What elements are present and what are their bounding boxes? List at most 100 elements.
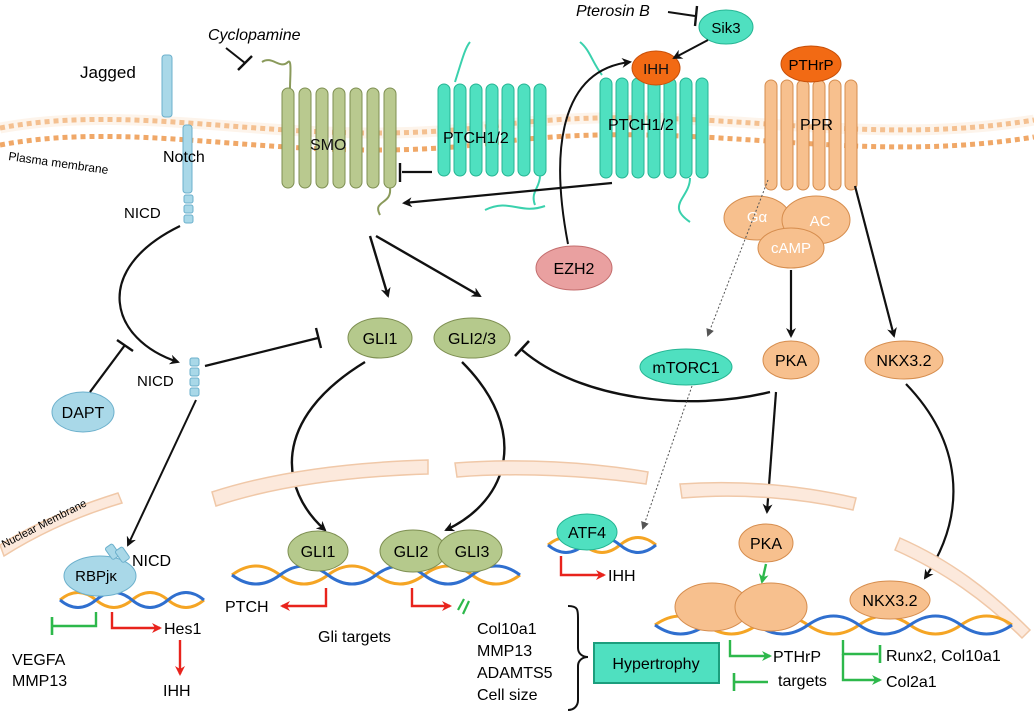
dapt-node [51,391,115,433]
ptch-right-receptor [484,41,709,223]
dapt-inhibit-bar [116,339,134,352]
nkx-to-nucleus-arrow [905,383,955,580]
camp-label: cAMP [771,240,811,257]
nuclear-membrane [0,459,1032,640]
gli23-node [433,317,511,359]
dapt-label: DAPT [62,405,105,422]
notch-label: Notch [163,149,205,166]
pka-label: PKA [775,353,807,370]
ptch-right-label: PTCH1/2 [608,117,674,134]
nkx32-nuc-node [849,580,931,620]
ezh2-label: EZH2 [554,261,595,278]
smo-receptor [261,59,397,216]
gli2-nuc-label: GLI2 [394,544,429,561]
notch-to-nicd-arrow [118,225,181,365]
ezh2-node [535,245,613,291]
atf4-node [556,513,618,551]
pthrp-ligand-node [780,45,842,83]
nuclear-membrane-label: Nuclear Membrane [0,498,89,551]
ezh2-to-ihh-arrow [559,57,632,245]
nicd-to-nucleus-arrow [126,399,197,547]
dna-strand-gli [231,564,521,586]
gli1-node [347,317,413,359]
dapt-inhibit-line [89,344,126,393]
ppr-label: PPR [800,117,833,134]
nicd-bound-fragment [104,543,130,563]
mtorc1-node [639,348,733,386]
hypertrophy-label: Hypertrophy [612,656,699,673]
ihh-from-hes1-label: IHH [163,683,191,700]
ppr-to-nkx-arrow [853,185,897,338]
hes1-label: Hes1 [164,621,201,638]
sik3-node [698,9,754,45]
gli1-label: GLI1 [363,331,398,348]
pka-nuc-node [738,523,794,563]
sik3-label: Sik3 [711,20,740,37]
mmp13-left-label: MMP13 [12,673,67,690]
nkx-repress-line [841,640,878,656]
gli1-to-nucleus-arrow [290,360,366,532]
ihh-ligand-label: IHH [643,61,669,78]
nicd-mid-label: NICD [137,373,174,390]
dna-strand-notch [59,591,205,609]
nkx-to-col2a1-arrow [841,654,882,685]
ptch-to-smo-arrow [402,181,613,208]
nicd-fragment [189,357,200,397]
ppr-receptor [764,79,858,191]
runx2-label: Runx2, Col10a1 [886,648,1001,665]
ptch-target-label: PTCH [225,599,269,616]
pterosin-inhibit-bar [693,5,699,27]
pka-node [762,340,820,380]
nkx32-node [864,340,944,380]
adamts5-label: ADAMTS5 [477,665,553,682]
cyclopamine-inhibit-line [225,47,246,64]
pthrp-ligand-label: PTHrP [789,57,834,74]
rbpjk-to-hes1-arrow [110,612,162,633]
ptch-left-receptor [437,41,547,206]
atf4-label: ATF4 [568,525,606,542]
nkx32-label: NKX3.2 [876,353,931,370]
plasma-membrane [0,112,1034,153]
cyclopamine-label: Cyclopamine [208,27,301,44]
pterosin-label: Pterosin B [576,3,650,20]
transcription-complex [674,582,808,632]
sik3-to-ihh-arrow [672,39,709,59]
gli23-to-nucleus-arrow [444,361,506,532]
notch-receptor [182,124,194,224]
ihh-ligand-node [631,50,681,86]
smo-to-gli23-arrow [375,234,482,298]
gli1-to-ptch-arrow [280,588,328,611]
atf4-to-ihh-arrow [559,556,606,580]
mmp13-right-label: MMP13 [477,643,532,660]
nicd-inhibit-gli-line [204,336,319,368]
ihh-atf4-label: IHH [608,568,636,585]
gli1-nuc-label: GLI1 [301,544,336,561]
gli1-nuc-node [287,530,349,572]
gli3-nuc-label: GLI3 [455,544,490,561]
gli3-repress-mark [457,598,470,615]
pka-inhibit-gli-bar [514,340,530,357]
smo-to-gli1-arrow [368,235,391,298]
pka-nuc-label: PKA [750,536,782,553]
plasma-membrane-label: Plasma membrane [8,149,110,177]
jagged-ligand [161,54,173,118]
smo-label: SMO [310,137,346,154]
cell-size-label: Cell size [477,687,538,704]
nkx32-nuc-label: NKX3.2 [862,593,917,610]
rbpjk-label: RBPjκ [75,568,117,585]
nicd-top-label: NICD [124,205,161,222]
rbpjk-node [63,555,137,597]
pka-inhibit-gli-line [521,349,771,403]
pka-to-pthrp-targets-arrow [728,640,772,661]
col10a1-label: Col10a1 [477,621,537,638]
cyclopamine-inhibit-bar [237,55,253,71]
pthrp-targets-label-1: PTHrP [773,649,821,666]
rbpjk-repress-line [52,612,98,628]
camp-node [757,227,825,269]
pka-to-complex-arrow [758,563,769,584]
jagged-label: Jagged [80,63,136,82]
nicd-nuc-label: NICD [132,553,171,570]
nicd-inhibit-gli-bar [314,327,323,349]
